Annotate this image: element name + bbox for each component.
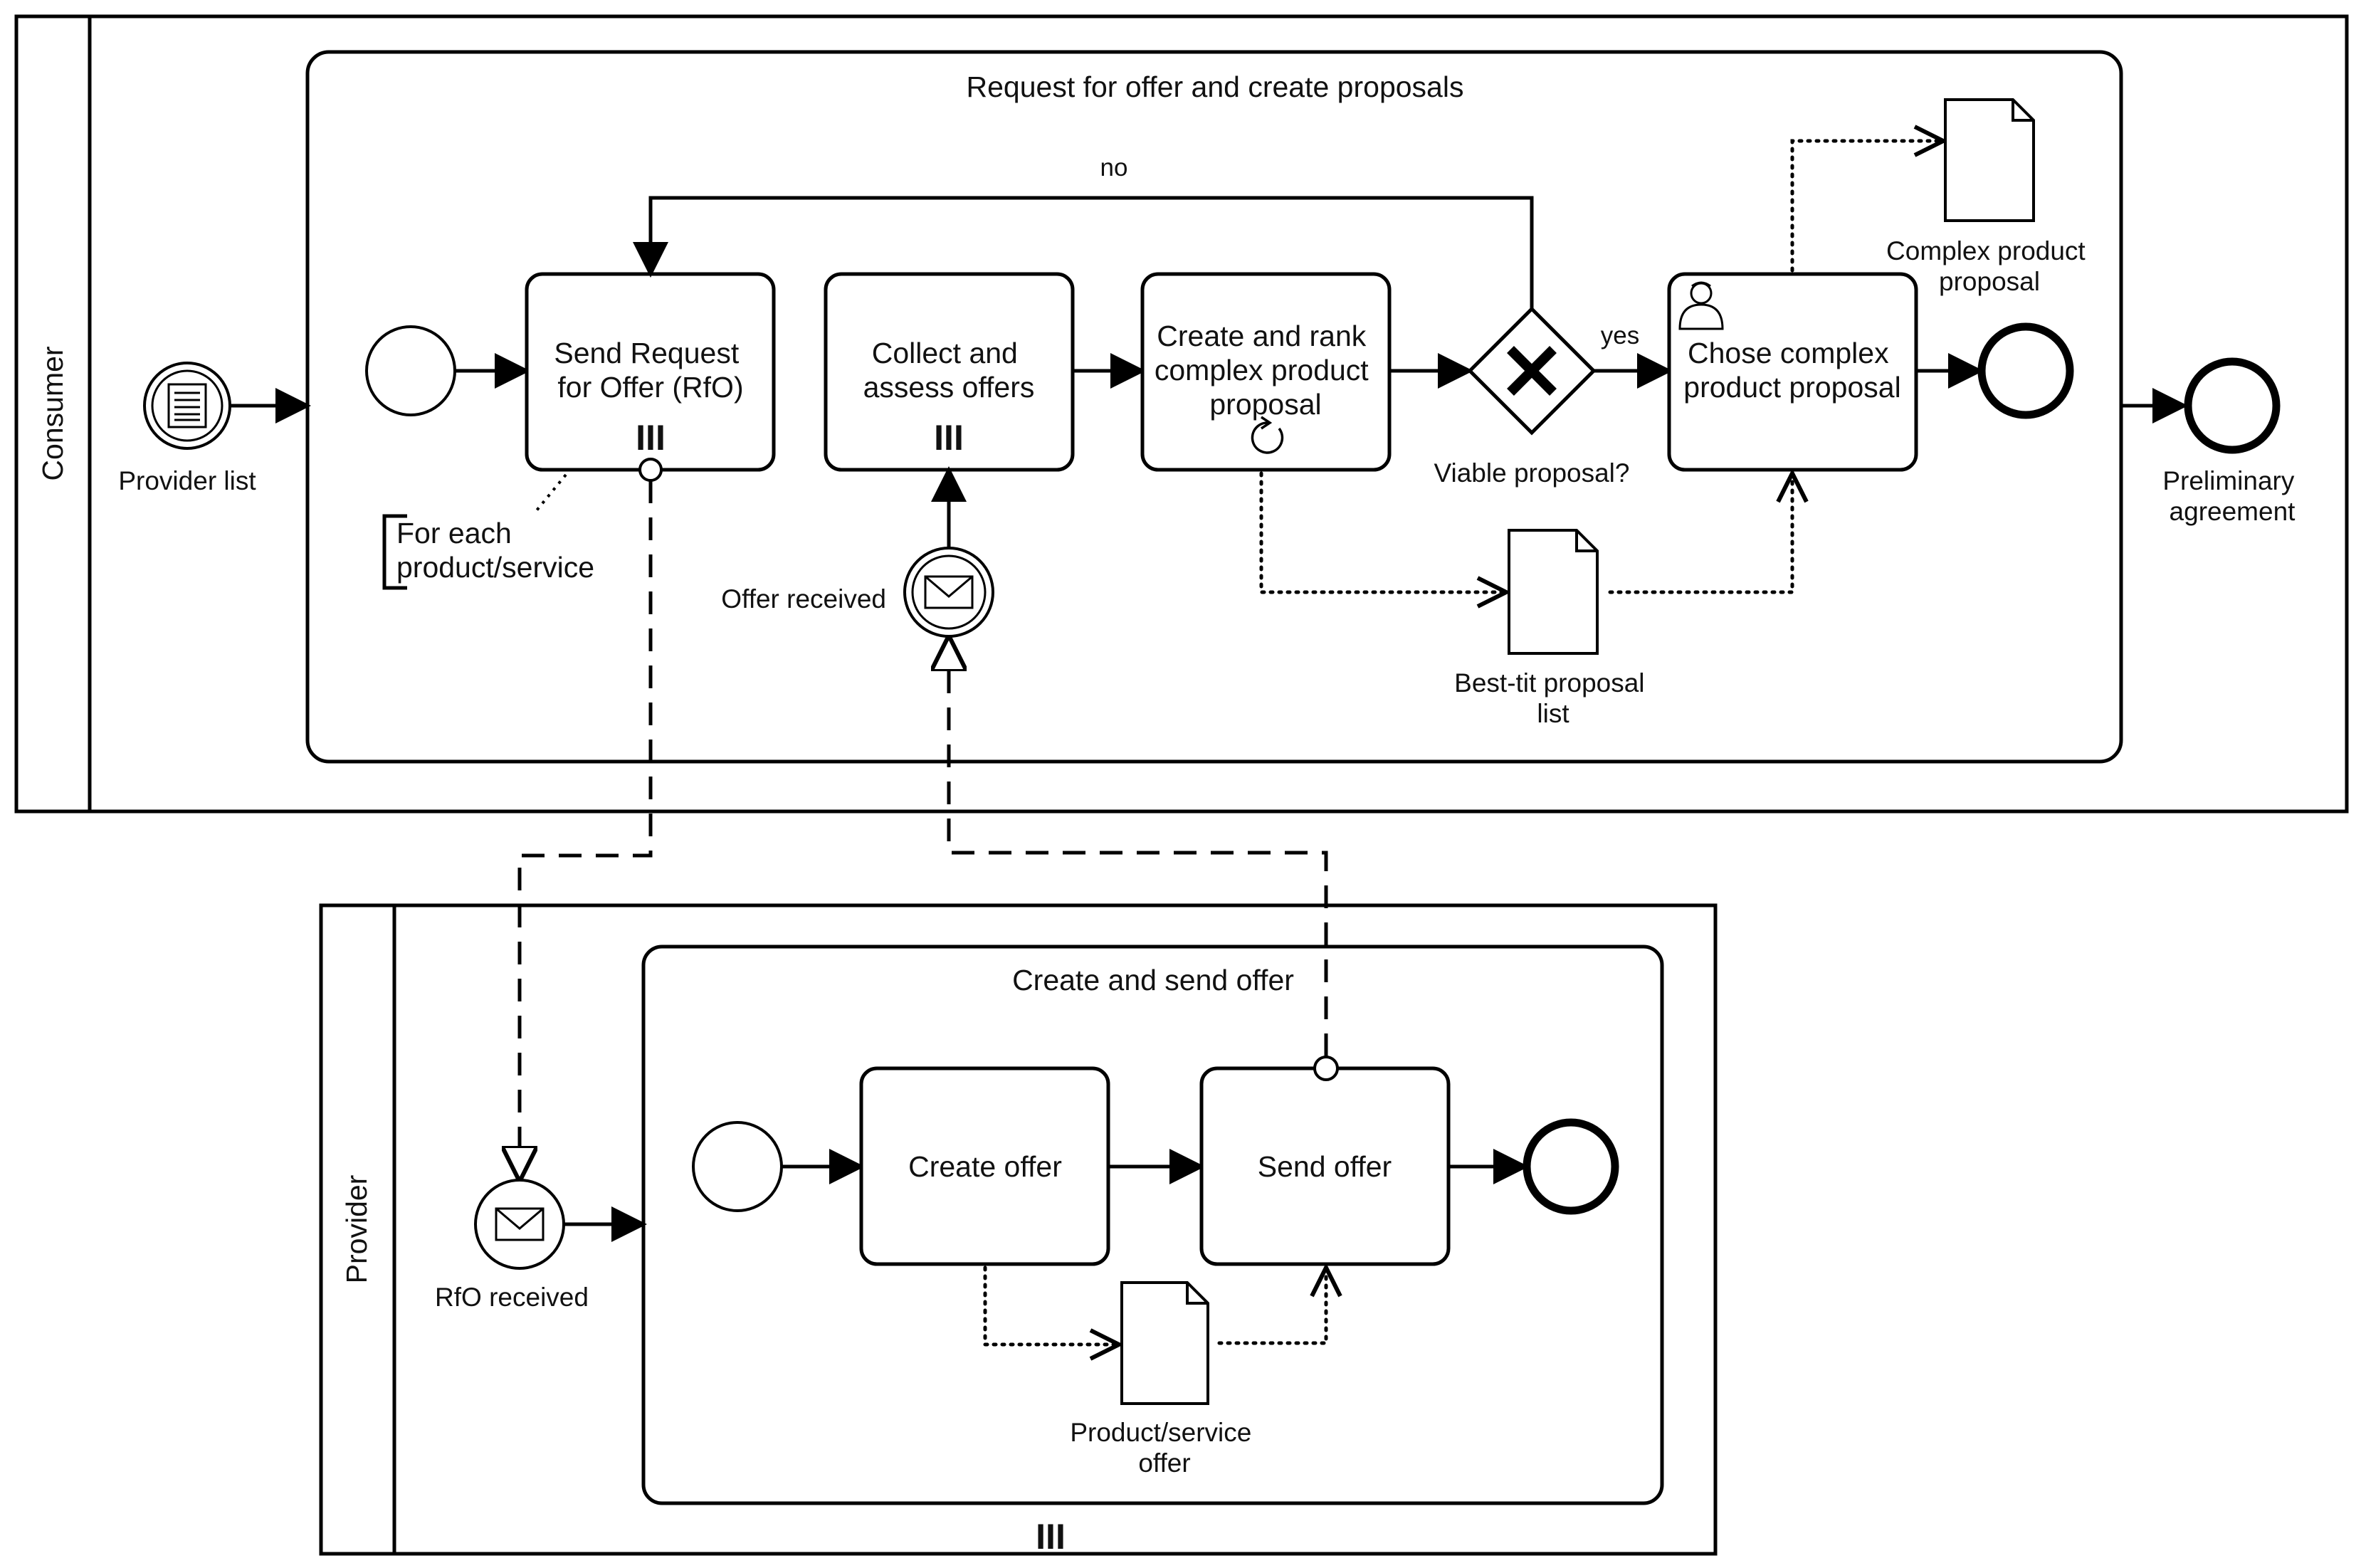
for-each-annotation: For each product/service — [382, 473, 594, 590]
preliminary-label-line1: Preliminary — [2162, 466, 2295, 495]
association-product-offer-to-send-offer[interactable] — [1217, 1268, 1326, 1345]
consumer-pool-label: Consumer — [36, 346, 69, 480]
svg-text:Create and rank complex: Create and rank complex product proposal — [1155, 320, 1377, 421]
complex-proposal-label-line1: Complex product — [1886, 236, 2086, 265]
message-flow-rfo[interactable] — [520, 480, 653, 1178]
request-start-event[interactable] — [365, 325, 456, 416]
create-rank-label-line2: complex product — [1155, 354, 1369, 386]
user-task-icon — [1678, 281, 1724, 330]
product-offer-data-object[interactable]: Product/service offer — [1070, 1281, 1258, 1478]
best-fit-label-line1: Best-tit proposal — [1454, 668, 1644, 698]
document-icon — [167, 383, 207, 428]
viable-proposal-gateway[interactable]: Viable proposal? — [1434, 306, 1630, 488]
chose-proposal-task[interactable]: Chose complex product proposal — [1667, 272, 1918, 472]
pool-multi-instance-marker: III — [1036, 1517, 1066, 1557]
complex-proposal-label-line2: proposal — [1939, 267, 2040, 296]
provider-list-label: Provider list — [118, 466, 256, 495]
collect-offers-task[interactable]: Collect and assess offers III — [824, 272, 1075, 472]
multi-instance-marker: III — [934, 418, 964, 458]
flow-yes-label: yes — [1601, 322, 1639, 349]
envelope-icon — [924, 575, 974, 609]
provider-start-event[interactable] — [692, 1121, 783, 1212]
svg-text:Best-tit proposal list: Best-tit proposal list — [1454, 668, 1652, 728]
best-fit-list-data-object[interactable]: Best-tit proposal list — [1454, 529, 1652, 728]
create-rank-task[interactable]: Create and rank complex product proposal — [1140, 272, 1392, 472]
send-rfo-label-line2: for Offer (RfO) — [557, 371, 743, 404]
chose-label-line1: Chose complex — [1688, 337, 1889, 369]
collect-label-line1: Collect and — [872, 337, 1018, 369]
gateway-label: Viable proposal? — [1434, 458, 1630, 488]
svg-text:Preliminary agreement: Preliminary agreement — [2162, 466, 2301, 526]
create-offer-task[interactable]: Create offer — [859, 1066, 1110, 1266]
loop-marker-icon — [1251, 416, 1284, 454]
provider-pool[interactable]: Provider III — [319, 903, 1718, 1557]
envelope-icon — [495, 1207, 545, 1241]
flow-no-loop[interactable] — [633, 196, 1534, 309]
svg-text:Product/service offer: Product/service offer — [1070, 1418, 1258, 1478]
send-rfo-task[interactable]: Send Request for Offer (RfO) III — [525, 272, 776, 482]
association-chose-to-complex-proposal[interactable] — [1790, 141, 1943, 273]
svg-text:Send Request for Offer (: Send Request for Offer (RfO) — [554, 337, 747, 404]
association-create-offer-to-product-offer[interactable] — [983, 1266, 1119, 1345]
create-rank-label-line3: proposal — [1209, 388, 1321, 421]
preliminary-label-line2: agreement — [2170, 497, 2296, 526]
rfo-received-start-event[interactable]: RfO received — [435, 1179, 589, 1312]
create-rank-label-line1: Create and rank — [1157, 320, 1367, 352]
svg-text:For each product/service: For each product/service — [396, 517, 594, 584]
message-boundary-connector — [638, 458, 663, 482]
svg-text:Chose complex product pr: Chose complex product proposal — [1683, 337, 1900, 404]
provider-end-event[interactable] — [1523, 1118, 1619, 1215]
collect-label-line2: assess offers — [863, 371, 1035, 404]
svg-text:Complex product proposal: Complex product proposal — [1886, 236, 2093, 296]
offer-received-event[interactable]: Offer received — [721, 547, 994, 638]
consumer-pool[interactable]: Consumer — [14, 14, 2349, 814]
multi-instance-marker: III — [636, 418, 666, 458]
product-offer-label-line2: offer — [1138, 1448, 1190, 1478]
request-subprocess-title: Request for offer and create proposals — [967, 70, 1464, 103]
message-boundary-connector — [1313, 1056, 1339, 1081]
create-send-offer-subprocess[interactable]: Create and send offer — [641, 945, 1664, 1505]
association-best-fit-to-chose[interactable] — [1608, 473, 1792, 594]
preliminary-agreement-end-event[interactable]: Preliminary agreement — [2162, 357, 2301, 526]
create-send-subprocess-title: Create and send offer — [1012, 964, 1294, 996]
offer-received-label: Offer received — [721, 584, 886, 614]
request-end-event[interactable] — [1977, 322, 2074, 419]
message-flow-offer[interactable] — [949, 639, 1328, 1056]
send-offer-task[interactable]: Send offer — [1199, 1056, 1451, 1266]
rfo-received-label: RfO received — [435, 1283, 589, 1312]
send-rfo-label-line1: Send Request — [554, 337, 739, 369]
annotation-line1: For each — [396, 517, 512, 549]
chose-label-line2: product proposal — [1683, 371, 1900, 404]
best-fit-label-line2: list — [1537, 699, 1569, 728]
provider-pool-label: Provider — [340, 1175, 373, 1284]
provider-list-start-event[interactable]: Provider list — [118, 362, 256, 495]
send-offer-label: Send offer — [1258, 1150, 1392, 1183]
complex-proposal-data-object[interactable]: Complex product proposal — [1886, 98, 2093, 296]
svg-text:Collect and assess offer: Collect and assess offers — [863, 337, 1035, 404]
exclusive-x-icon — [1507, 346, 1557, 396]
association-create-rank-to-best-fit[interactable] — [1259, 471, 1506, 592]
product-offer-label-line1: Product/service — [1070, 1418, 1251, 1447]
create-offer-label: Create offer — [908, 1150, 1062, 1183]
flow-no-label: no — [1100, 154, 1128, 181]
annotation-line2: product/service — [396, 551, 594, 584]
